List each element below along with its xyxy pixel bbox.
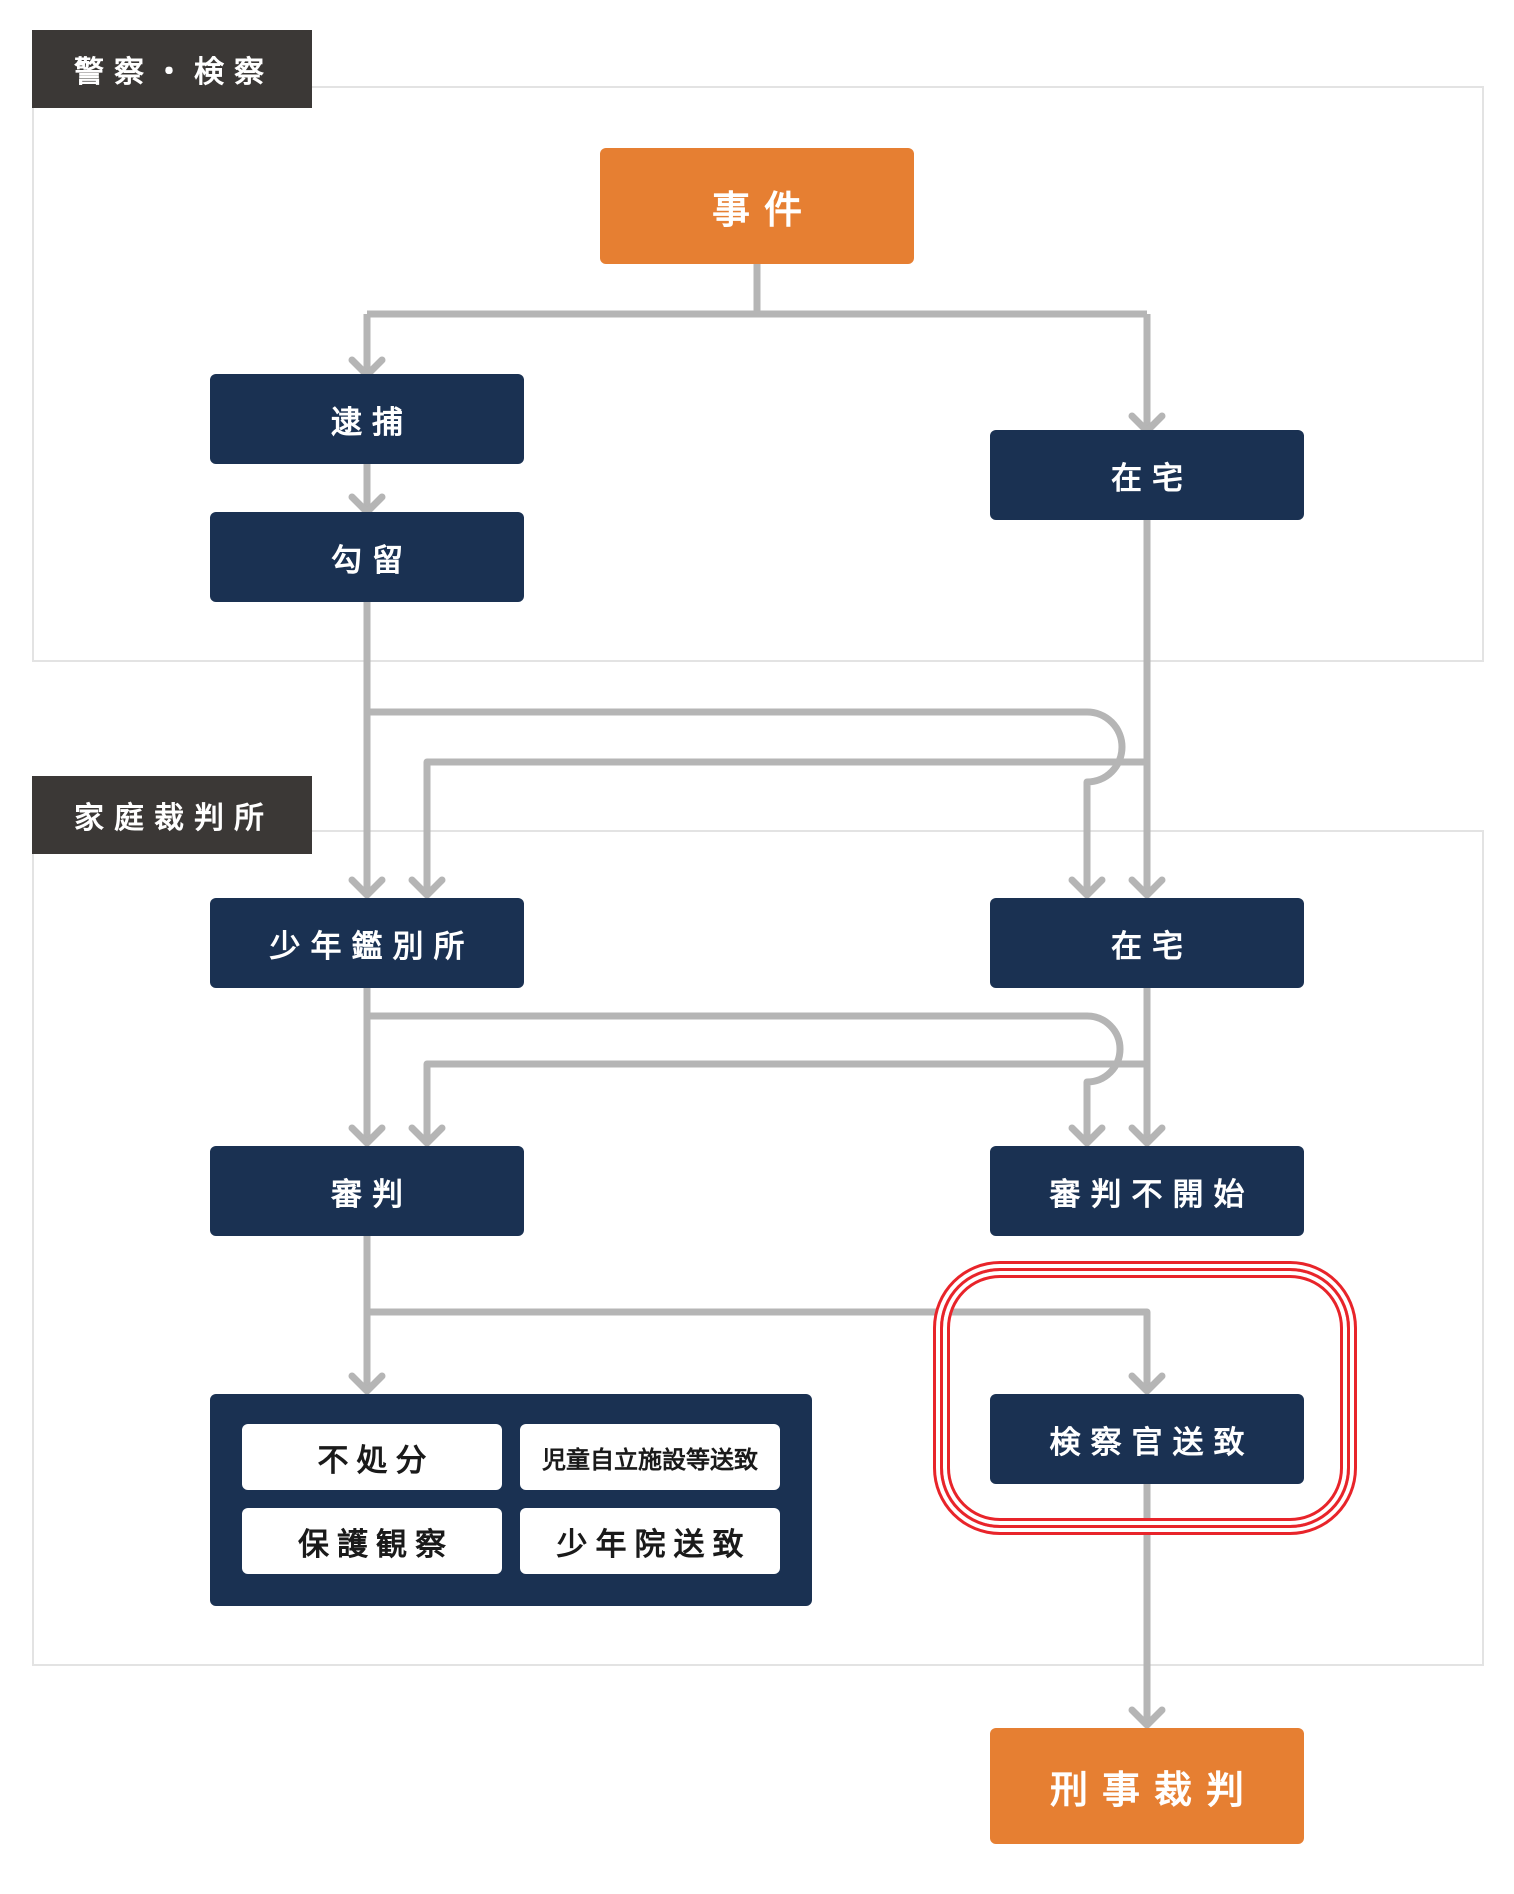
outcome-child-independence-facility-label: 児童自立施設等送致 xyxy=(542,1444,758,1474)
arrowhead-criminal-trial xyxy=(1128,1706,1166,1729)
police-section-label: 警察・検察 xyxy=(74,55,274,90)
juvenile-classification-home-label: 少年鑑別所 xyxy=(269,928,475,965)
at-home-police-node: 在宅 xyxy=(990,430,1304,520)
arrowhead-not-commenced-a xyxy=(1068,1124,1106,1147)
incident-label: 事件 xyxy=(711,186,816,232)
outcome-no-disposition: 不処分 xyxy=(242,1424,502,1490)
connector-juvenile-home-branch xyxy=(367,1012,1124,1140)
referral-to-prosecutor-label: 検察官送致 xyxy=(1049,1424,1255,1461)
arrowhead-prosecutor xyxy=(1128,1372,1166,1395)
criminal-trial-node: 刑事裁判 xyxy=(990,1728,1304,1844)
hearing-not-commenced-label: 審判不開始 xyxy=(1049,1176,1255,1213)
connector-at-home-court-branch xyxy=(423,1060,1147,1140)
arrest-node: 逮捕 xyxy=(210,374,524,464)
referral-highlight-ring xyxy=(940,1268,1350,1528)
outcome-juvenile-training-school-label: 少年院送致 xyxy=(556,1526,752,1563)
at-home-police-label: 在宅 xyxy=(1111,460,1193,497)
outcomes-panel: 不処分 児童自立施設等送致 保護観察 少年院送致 xyxy=(210,1394,812,1606)
detention-node: 勾留 xyxy=(210,512,524,602)
arrowhead-hearing-a xyxy=(348,1124,386,1147)
arrowhead-not-commenced-b xyxy=(1128,1124,1166,1147)
arrowhead-juvenile-home-a xyxy=(348,876,386,899)
arrowhead-at-home-court-a xyxy=(1068,876,1106,899)
connector-hearing-branch xyxy=(367,1308,1151,1388)
arrowhead-juvenile-home-b xyxy=(408,876,446,899)
family-court-section-tab: 家庭裁判所 xyxy=(32,776,312,854)
outcome-juvenile-training-school: 少年院送致 xyxy=(520,1508,780,1574)
referral-to-prosecutor-node: 検察官送致 xyxy=(990,1394,1304,1484)
police-section-tab: 警察・検察 xyxy=(32,30,312,108)
hearing-not-commenced-node: 審判不開始 xyxy=(990,1146,1304,1236)
hearing-node: 審判 xyxy=(210,1146,524,1236)
detention-label: 勾留 xyxy=(331,542,413,579)
outcome-probation-label: 保護観察 xyxy=(298,1526,454,1563)
connector-detention-branch xyxy=(367,708,1126,892)
criminal-trial-label: 刑事裁判 xyxy=(1049,1766,1258,1812)
juvenile-classification-home-node: 少年鑑別所 xyxy=(210,898,524,988)
hearing-label: 審判 xyxy=(331,1176,413,1213)
arrowhead-at-home-court-b xyxy=(1128,876,1166,899)
incident-node: 事件 xyxy=(600,148,914,264)
at-home-court-node: 在宅 xyxy=(990,898,1304,988)
outcome-probation: 保護観察 xyxy=(242,1508,502,1574)
connector-at-home-branch xyxy=(423,758,1147,892)
at-home-court-label: 在宅 xyxy=(1111,928,1193,965)
outcome-child-independence-facility: 児童自立施設等送致 xyxy=(520,1424,780,1490)
outcome-no-disposition-label: 不処分 xyxy=(317,1442,435,1479)
family-court-section-label: 家庭裁判所 xyxy=(74,801,274,836)
arrowhead-outcomes xyxy=(348,1372,386,1395)
arrowhead-hearing-b xyxy=(408,1124,446,1147)
arrest-label: 逮捕 xyxy=(331,404,413,441)
